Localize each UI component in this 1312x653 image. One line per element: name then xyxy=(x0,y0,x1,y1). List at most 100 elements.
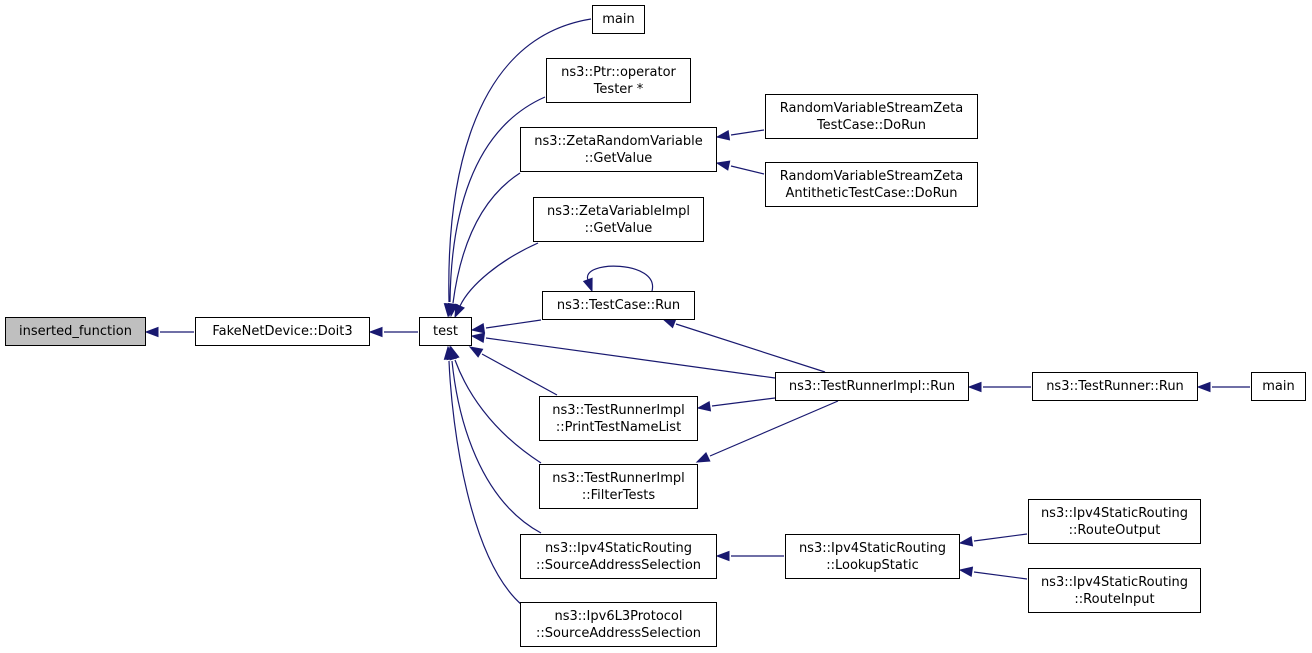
edge-testcase_run-to-testcase_run xyxy=(582,265,653,293)
edge-testrunnerimpl_run-to-testcase_run xyxy=(661,318,826,373)
node-fake-doit3[interactable]: FakeNetDevice::Doit3 xyxy=(195,317,370,346)
edge-print_test_name_list-to-test xyxy=(468,346,558,396)
arrowhead xyxy=(454,303,465,319)
edge-main_right-to-testrunner_run xyxy=(1196,381,1250,393)
node-ipv4-source-addr[interactable]: ns3::Ipv4StaticRouting::SourceAddressSel… xyxy=(520,534,717,579)
arrowhead xyxy=(582,277,593,293)
node-zeta-random-getvalue[interactable]: ns3::ZetaRandomVariable::GetValue xyxy=(520,127,717,172)
node-label-line: FakeNetDevice::Doit3 xyxy=(212,324,353,339)
node-route-input[interactable]: ns3::Ipv4StaticRouting::RouteInput xyxy=(1028,568,1201,613)
edge-line xyxy=(454,359,542,464)
edge-zeta_impl_getvalue-to-test xyxy=(454,242,539,319)
node-label-line: TestCase::DoRun xyxy=(816,117,927,133)
edge-line xyxy=(481,353,558,396)
node-label-line: ::SourceAddressSelection xyxy=(535,625,702,641)
node-label-line: ns3::TestRunnerImpl xyxy=(552,402,685,418)
node-test[interactable]: test xyxy=(419,317,472,346)
edge-line xyxy=(587,265,653,292)
node-testcase-run[interactable]: ns3::TestCase::Run xyxy=(542,291,695,320)
node-label-line: RandomVariableStreamZeta xyxy=(779,168,964,184)
arrowhead xyxy=(715,550,730,562)
arrowhead xyxy=(715,130,731,141)
node-label-line: ns3::Ipv6L3Protocol xyxy=(554,608,683,624)
edge-zeta_random_getvalue-to-test xyxy=(447,172,521,318)
arrowhead xyxy=(715,160,731,171)
node-label-line: Tester * xyxy=(593,81,644,97)
node-label-line: AntitheticTestCase::DoRun xyxy=(785,185,958,201)
edge-lookup_static-to-ipv4_source_addr xyxy=(715,550,784,562)
node-label-line: ns3::ZetaVariableImpl xyxy=(546,203,690,219)
arrowhead xyxy=(470,323,486,334)
node-label-line: ::LookupStatic xyxy=(826,557,919,573)
edge-line xyxy=(973,571,1028,580)
node-label-line: ns3::Ipv4StaticRouting xyxy=(1040,505,1189,521)
edge-filter_tests-to-test xyxy=(449,345,542,464)
edge-line xyxy=(452,172,521,304)
node-label-line: ns3::TestRunner::Run xyxy=(1046,379,1184,394)
node-label-line: ns3::Ptr::operator xyxy=(561,64,676,80)
arrowhead xyxy=(661,318,677,329)
arrowhead xyxy=(1196,381,1211,393)
node-label-line: inserted_function xyxy=(19,324,132,339)
node-label-line: ::GetValue xyxy=(584,220,653,236)
node-print-test-name-list[interactable]: ns3::TestRunnerImpl::PrintTestNameList xyxy=(539,396,698,441)
node-label-line: ::GetValue xyxy=(584,150,653,166)
edge-rvs_zeta_antithetic_dorun-to-zeta_random_getvalue xyxy=(715,160,765,175)
node-route-output[interactable]: ns3::Ipv4StaticRouting::RouteOutput xyxy=(1028,499,1201,544)
node-label-line: ns3::TestRunnerImpl xyxy=(552,470,685,486)
edge-test-to-fake_doit3 xyxy=(368,326,418,338)
node-label-line: main xyxy=(1262,379,1295,394)
edge-line xyxy=(711,397,776,407)
edge-testrunner_run-to-testrunnerimpl_run xyxy=(967,381,1031,393)
arrowhead xyxy=(144,326,159,338)
edge-line xyxy=(459,242,539,307)
edge-ipv6_source_addr-to-test xyxy=(443,345,523,606)
edge-line xyxy=(973,533,1028,542)
node-testrunner-run[interactable]: ns3::TestRunner::Run xyxy=(1032,372,1198,401)
node-label-line: ::RouteOutput xyxy=(1068,522,1161,538)
node-label-line: ::PrintTestNameList xyxy=(555,419,682,435)
node-testrunnerimpl-run[interactable]: ns3::TestRunnerImpl::Run xyxy=(775,372,969,401)
edge-route_input-to-lookup_static xyxy=(958,566,1028,580)
node-zeta-impl-getvalue[interactable]: ns3::ZetaVariableImpl::GetValue xyxy=(533,197,704,242)
node-lookup-static[interactable]: ns3::Ipv4StaticRouting::LookupStatic xyxy=(785,534,960,579)
arrowhead xyxy=(958,536,974,547)
node-label-line: ns3::TestCase::Run xyxy=(556,298,681,313)
edge-testcase_run-to-test xyxy=(470,319,542,334)
node-label-line: ::RouteInput xyxy=(1074,591,1155,607)
edge-rvs_zeta_dorun-to-zeta_random_getvalue xyxy=(715,129,765,141)
edge-fake_doit3-to-inserted_function xyxy=(144,326,194,338)
arrowhead xyxy=(368,326,383,338)
edge-line xyxy=(448,18,592,303)
edge-line xyxy=(730,129,765,136)
node-label-line: test xyxy=(433,324,458,339)
arrowhead xyxy=(443,345,455,360)
node-label-line: ns3::Ipv4StaticRouting xyxy=(1040,574,1189,590)
edge-line xyxy=(448,360,523,606)
edge-testrunnerimpl_run-to-filter_tests xyxy=(695,400,839,463)
node-label-line: ns3::Ipv4StaticRouting xyxy=(798,540,947,556)
node-main-right[interactable]: main xyxy=(1251,372,1306,401)
edge-line xyxy=(709,400,839,457)
edge-route_output-to-lookup_static xyxy=(958,533,1028,547)
node-inserted-function: inserted_function xyxy=(5,317,146,346)
edge-testrunnerimpl_run-to-test xyxy=(470,332,776,379)
node-filter-tests[interactable]: ns3::TestRunnerImpl::FilterTests xyxy=(539,464,698,509)
arrowhead xyxy=(967,381,982,393)
edge-line xyxy=(730,165,765,175)
edge-line xyxy=(675,323,826,373)
arrowhead xyxy=(696,401,712,412)
node-main-top[interactable]: main xyxy=(592,5,645,34)
edge-line xyxy=(449,96,546,303)
arrowhead xyxy=(447,302,459,318)
arrowhead xyxy=(695,452,711,463)
node-label-line: ns3::Ipv4StaticRouting xyxy=(544,540,693,556)
node-ipv6-source-addr[interactable]: ns3::Ipv6L3Protocol::SourceAddressSelect… xyxy=(520,602,717,647)
node-label-line: RandomVariableStreamZeta xyxy=(779,100,964,116)
arrowhead xyxy=(468,346,484,358)
node-label-line: ::FilterTests xyxy=(581,487,656,503)
